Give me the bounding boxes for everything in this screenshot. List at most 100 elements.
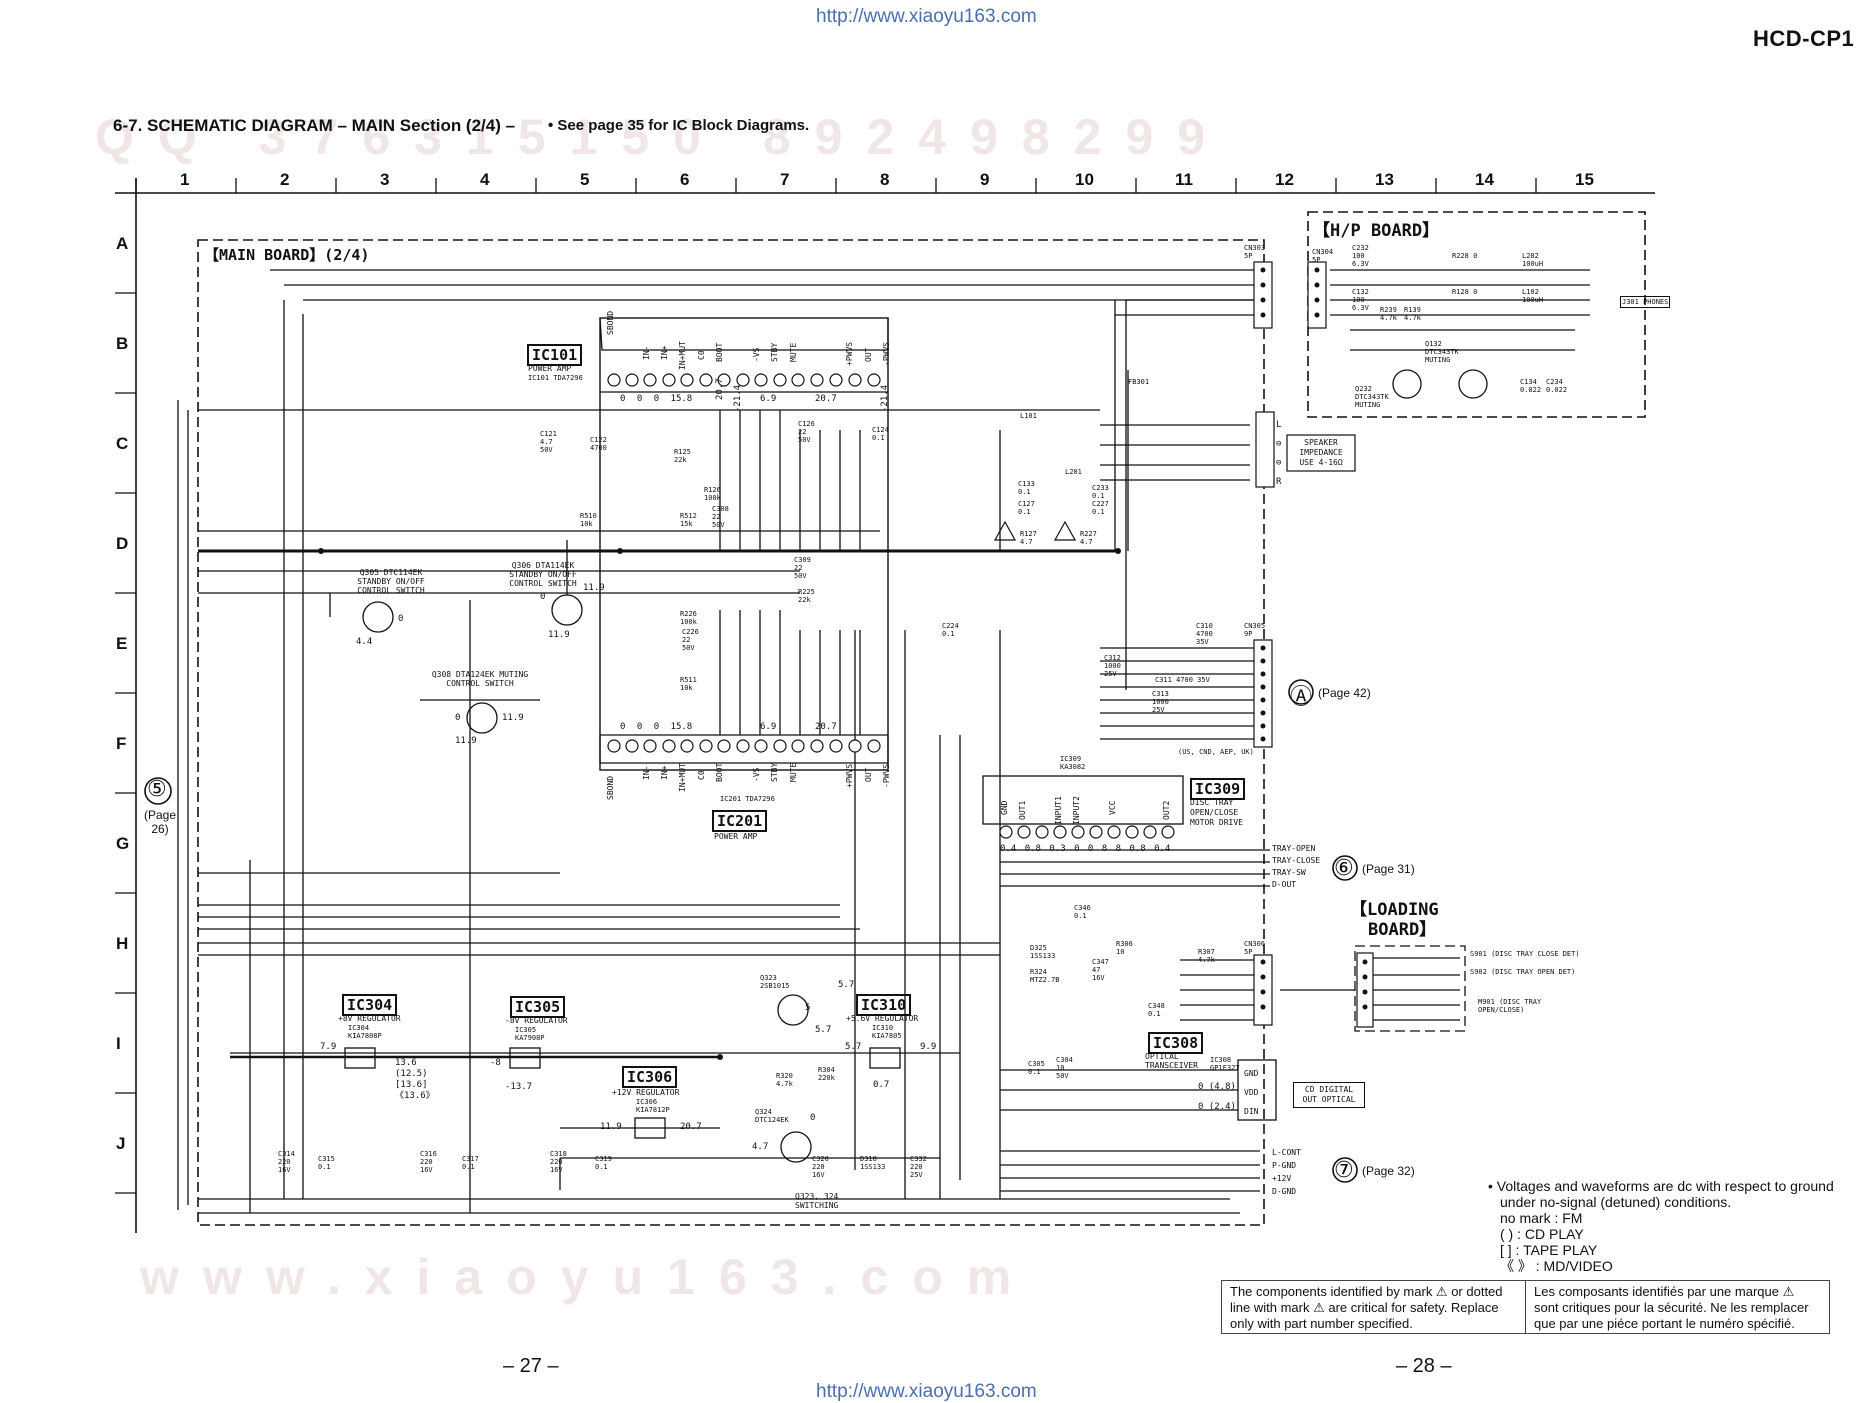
legend-line: under no-signal (detuned) conditions. [1500, 1194, 1732, 1210]
signal-12v: +12V [1272, 1174, 1292, 1183]
voltage: 15.8 [670, 722, 693, 732]
legend-line: no mark : FM [1500, 1210, 1583, 1226]
pin-name: MUTE [789, 762, 798, 782]
pin-name: GND [1244, 1069, 1259, 1078]
pin-name: STBY [770, 342, 779, 362]
component-label: C124 0.1 [872, 426, 889, 442]
row-label-b: B [116, 334, 129, 353]
q306-voltage-3: 11.9 [548, 630, 570, 640]
ic309-desc: DISC TRAY OPEN/CLOSE MOTOR DRIVE [1190, 798, 1243, 827]
q306-label: Q306 DTA114EK STANDBY ON/OFF CONTROL SWI… [509, 561, 577, 588]
component-label: C133 0.1 [1018, 480, 1035, 496]
ic310-voltage-in: 5.7 [845, 1042, 862, 1052]
s902-label: S902 (DISC TRAY OPEN DET) [1470, 968, 1576, 976]
pin-name: +PWVS [845, 341, 854, 366]
component-label: R239 4.7k [1380, 306, 1397, 322]
pin-name: MUTE [789, 342, 798, 362]
pin-name: OUT2 [1162, 800, 1171, 820]
ref-5-page[interactable]: (Page 26) [143, 808, 177, 836]
pin-name: -VS [752, 347, 761, 362]
ref-6-marker[interactable]: ⑥ [1334, 855, 1354, 880]
m901-label: M901 (DISC TRAY OPEN/CLOSE) [1478, 998, 1542, 1014]
ref-5-marker[interactable]: ⑤ [147, 776, 167, 801]
q323-voltage-2: 5 [805, 1003, 811, 1013]
component-label: L102 100uH [1522, 288, 1544, 304]
section-title: 6-7. SCHEMATIC DIAGRAM – MAIN Section (2… [113, 116, 516, 135]
component-label: C126 22 50V [798, 420, 815, 444]
signal-l-cont: L-CONT [1272, 1148, 1301, 1157]
pin-name: STBY [770, 762, 779, 782]
bottom-url-link[interactable]: http://www.xiaoyu163.com [816, 1381, 1037, 1402]
component-label: R127 4.7 [1020, 530, 1037, 546]
component-label: R324 MTZ2.7B [1030, 968, 1060, 984]
top-url-link[interactable]: http://www.xiaoyu163.com [816, 6, 1037, 27]
ic308-voltage-din: 0 (2.4) [1198, 1102, 1236, 1112]
voltage: [13.6] [395, 1080, 428, 1090]
ref-7-page[interactable]: (Page 32) [1362, 1164, 1415, 1178]
component-label: C318 220 16V [550, 1150, 567, 1174]
component-label: C122 4700 [590, 436, 607, 452]
col-label-5: 5 [580, 170, 590, 189]
component-label: C308 22 50V [712, 505, 729, 529]
section-note: • See page 35 for IC Block Diagrams. [548, 117, 810, 134]
ic306-voltage-in: 11.9 [600, 1122, 622, 1132]
signal-tray-close: TRAY-CLOSE [1272, 856, 1321, 865]
j301-phones-label: J301 PHONES [1620, 296, 1671, 308]
component-label: R125 22k [674, 448, 691, 464]
safety-notice: The components identified by mark ⚠ or d… [1221, 1280, 1830, 1334]
pin-name: -PWVS [882, 341, 891, 366]
voltage-ic201-b: 6.9 [760, 722, 777, 732]
cd-digital-out-label: CD DIGITAL OUT OPTICAL [1293, 1082, 1365, 1108]
q306-voltage-1: 0 [540, 592, 546, 602]
pin-name: -VS [752, 767, 761, 782]
ic310-voltage-gnd: 0.7 [873, 1080, 890, 1090]
signal-d-gnd: D-GND [1272, 1187, 1297, 1196]
voltage: 8 [1101, 844, 1108, 854]
main-board-title: 【MAIN BOARD】(2/4) [204, 246, 370, 264]
bottom-signals: L-CONT P-GND +12V D-GND [1272, 1146, 1301, 1198]
col-label-11: 11 [1175, 170, 1193, 189]
ref-a-page[interactable]: (Page 42) [1318, 686, 1371, 700]
component-label: R512 15k [680, 512, 697, 528]
col-label-4: 4 [480, 170, 490, 189]
q306-voltage-2: 11.9 [583, 583, 605, 593]
component-label: L201 [1065, 468, 1082, 476]
safety-notice-fr: Les composants identifiés par une marque… [1534, 1284, 1809, 1331]
ic308-part: IC308 GP1F32T [1210, 1056, 1240, 1072]
component-label: D318 1SS133 [860, 1155, 886, 1171]
row-label-c: C [116, 434, 129, 453]
pin-name: OUT [864, 767, 873, 782]
col-label-13: 13 [1375, 170, 1394, 189]
component-label: R228 0 [1452, 252, 1478, 260]
ic306-desc: +12V REGULATOR [612, 1088, 680, 1097]
voltage-ic101-b: 6.9 [760, 394, 777, 404]
voltage: 0 [1087, 844, 1094, 854]
col-label-14: 14 [1475, 170, 1494, 189]
page-number-right: – 28 – [1396, 1355, 1452, 1377]
page-number-left: – 27 – [503, 1355, 559, 1377]
component-label: R510 10k [580, 512, 597, 528]
signal-p-gnd: P-GND [1272, 1161, 1297, 1170]
ic305-label: IC305 [510, 996, 566, 1018]
speaker-pin: L [1276, 420, 1282, 430]
ic306-voltage-out: 20.7 [680, 1122, 702, 1132]
ref-7-marker[interactable]: ⑦ [1334, 1157, 1354, 1182]
pin-name: OUT [864, 347, 873, 362]
ic201-desc: POWER AMP [714, 832, 758, 841]
ref-6-page[interactable]: (Page 31) [1362, 862, 1415, 876]
ref-a-marker[interactable]: Ⓐ [1290, 684, 1313, 709]
row-label-i: I [116, 1034, 121, 1053]
q132-label: Q132 DTC343TK MUTING [1425, 340, 1459, 364]
pin-name: VCC [1108, 800, 1117, 815]
component-label: C132 100 6.3V [1352, 288, 1369, 312]
ic309-label: IC309 [1190, 778, 1246, 800]
component-label: R126 100k [704, 486, 721, 502]
legend-line: ( ) : CD PLAY [1500, 1226, 1584, 1242]
ic304-voltage-in: 7.9 [320, 1042, 337, 1052]
component-label: C348 0.1 [1148, 1002, 1165, 1018]
s901-label: S901 (DISC TRAY CLOSE DET) [1470, 950, 1580, 958]
pin-name: SBOND [606, 775, 615, 800]
signal-tray-open: TRAY-OPEN [1272, 844, 1316, 853]
hp-board-title: 【H/P BOARD】 [1313, 221, 1440, 241]
voltage: 0 [636, 394, 643, 404]
